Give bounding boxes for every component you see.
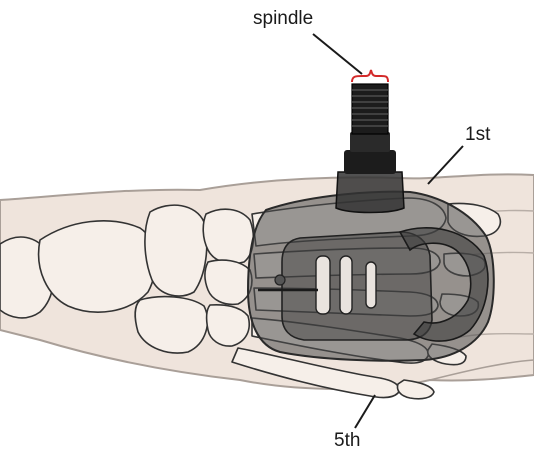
cuneiform-bone-1 [202,208,255,265]
fifth-metatarsal-label: 5th [334,430,361,451]
fifth-leader [354,394,376,429]
cuboid-bone [134,295,209,354]
cuneiform-bone-3 [205,303,250,347]
pedal-body [246,190,495,362]
first-metatarsal-label: 1st [465,124,491,145]
spindle-bracket [351,69,389,83]
spindle-label: spindle [253,8,314,29]
cuneiform-bone-2 [204,259,253,306]
navicular-bone [144,204,208,297]
leader-lines [312,33,464,429]
metatarsal-5 [231,347,400,399]
talus-bone [37,220,157,313]
phalanx-5 [396,379,435,400]
first-leader [427,145,464,185]
spindle [335,69,405,214]
spindle-leader [312,33,363,75]
spindle-thread [351,83,389,135]
